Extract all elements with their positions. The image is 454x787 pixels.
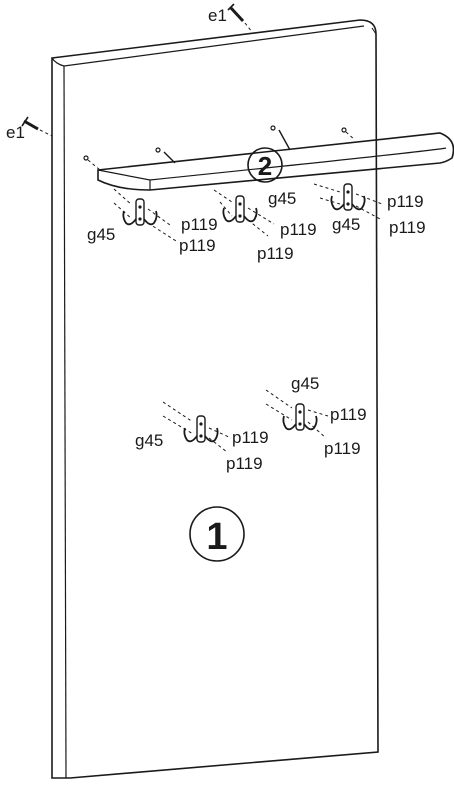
screw-e1-left — [21, 116, 53, 137]
pin-label-1b: p119 — [179, 236, 216, 255]
part-badge-2: 2 — [247, 147, 283, 183]
hook-label-5: g45 — [291, 374, 319, 393]
pin-label-5a: p119 — [330, 405, 367, 424]
pin-label-4b: p119 — [226, 454, 263, 473]
hook-group-4 — [162, 401, 232, 453]
pin-label-1a: p119 — [181, 215, 218, 234]
hook-group-3 — [313, 183, 383, 221]
part-number-2: 2 — [258, 151, 272, 181]
pin-label-3a: p119 — [387, 192, 424, 211]
pin-label-5b: p119 — [324, 439, 361, 458]
hook-label-2: g45 — [268, 189, 296, 208]
part-badge-1: 1 — [189, 506, 245, 562]
double-hook-icon — [282, 403, 318, 431]
part-number-1: 1 — [206, 516, 227, 558]
pin-label-4a: p119 — [232, 428, 269, 447]
screw-e1-top — [227, 3, 253, 33]
hook-label-1: g45 — [87, 225, 115, 244]
hook-group-1 — [113, 188, 177, 242]
screw-label-top: e1 — [208, 6, 227, 25]
pin-label-3b: p119 — [389, 218, 426, 237]
double-hook-icon — [122, 198, 158, 226]
pin-label-2a: p119 — [280, 220, 317, 239]
back-panel — [51, 19, 379, 779]
hook-group-2 — [213, 189, 275, 237]
double-hook-icon — [222, 195, 258, 223]
pin-label-2b: p119 — [257, 244, 294, 263]
hook-label-3: g45 — [332, 215, 360, 234]
shelf — [97, 132, 454, 191]
shelf-mounting-pins — [83, 125, 356, 171]
double-hook-icon — [330, 183, 366, 211]
hook-label-4: g45 — [135, 431, 163, 450]
hook-group-5 — [265, 389, 329, 439]
double-hook-icon — [183, 415, 219, 443]
screw-label-left: e1 — [6, 123, 25, 142]
